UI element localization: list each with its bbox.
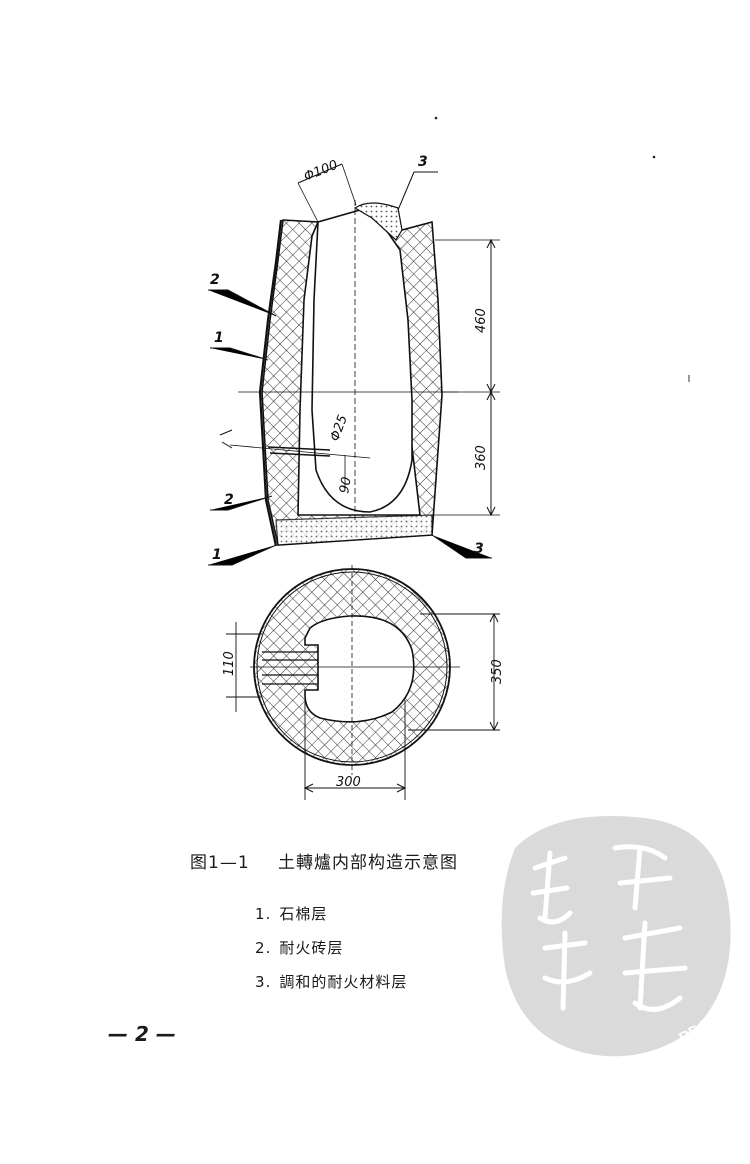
dim-plan-inlet-width: 110 [222,651,237,676]
dim-height-lower: 360 [474,445,489,470]
callout-3-top: 3 [418,154,428,170]
plan-view: 110 350 300 [222,565,505,800]
figure-number: 图1—1 [190,853,250,873]
callout-1-lower: 1 [212,547,222,563]
callout-2-upper: 2 [210,272,220,288]
inner-cavity [311,209,413,513]
callout-2-lower: 2 [224,492,234,508]
dim-inlet-offset: 90 [337,476,355,495]
refractory-mix-top [353,202,403,241]
inlet-tube [267,446,331,457]
dim-top-opening: Φ100 [302,158,340,185]
section-view: Φ100 460 360 Φ25 90 3 2 1 2 1 3 [208,154,500,566]
legend-item: 1.石棉层 [255,905,328,923]
refractory-mix-bottom [275,514,433,546]
seal-stamp-icon: PDG [495,808,735,1068]
converter-diagram: Φ100 460 360 Φ25 90 3 2 1 2 1 3 [208,116,690,800]
figure-caption: 图1—1 土轉爐内部构造示意图 [190,848,458,873]
legend-item: 2.耐火砖层 [255,939,344,957]
asbestos-layer [258,219,283,547]
dim-height-upper: 460 [474,308,489,333]
legend: 1.石棉层 2.耐火砖层 3.調和的耐火材料层 [255,897,407,999]
callout-3-bottom: 3 [474,541,484,557]
plan-inner-opening [304,615,415,723]
legend-item: 3.調和的耐火材料层 [255,973,408,991]
callout-1-upper: 1 [214,330,224,346]
page-number: — 2 — [108,1022,176,1046]
dim-plan-inner: 300 [336,775,361,790]
figure-title: 土轉爐内部构造示意图 [278,853,459,873]
dim-plan-outer: 350 [490,659,505,684]
